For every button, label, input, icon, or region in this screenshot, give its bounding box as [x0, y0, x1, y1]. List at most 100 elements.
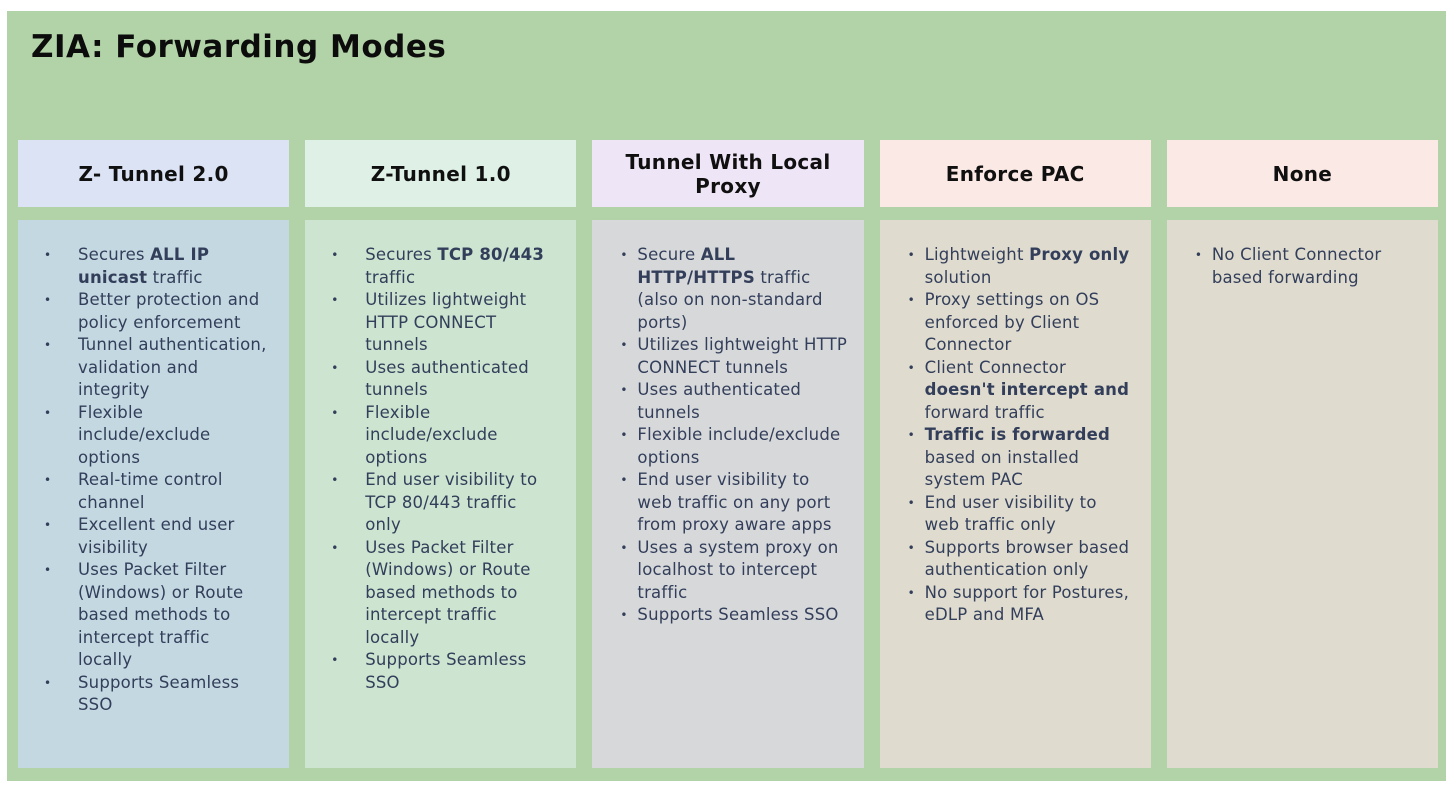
list-item: • Utilizes lightweight HTTP CONNECT tunne… [592, 334, 863, 379]
list-item: • Supports Seamless SSO [592, 604, 863, 627]
bullet-text-segment: End user visibility to web traffic only [924, 492, 1097, 535]
bullet-icon: • [44, 248, 52, 262]
bullet-text: Tunnel authentication, validation and in… [78, 334, 267, 402]
bullet-text: Supports Seamless SSO [637, 604, 848, 627]
bullet-icon: • [44, 518, 52, 532]
bullet-text: Excellent end user visibility [78, 514, 267, 559]
column-body-enforce-pac: • Lightweight Proxy only solution • Proxy s… [879, 220, 1151, 768]
bullet-text-segment: Uses Packet Filter (Windows) or Route ba… [365, 537, 531, 647]
bullet-text-segment: Uses a system proxy on localhost to inte… [637, 537, 839, 602]
bullet-text: Lightweight Proxy only solution [925, 244, 1136, 289]
bullet-text-segment: forward traffic [924, 402, 1045, 422]
bullet-icon: • [331, 360, 339, 375]
bullet-icon: • [907, 248, 915, 262]
list-item: •Better protection and policy enforcemen… [18, 289, 289, 334]
column-none: None•No Client Connector based forwardin… [1166, 140, 1439, 768]
bullet-text: Secures ALL IP unicast traffic [78, 244, 267, 289]
bullet-icon: • [331, 473, 339, 487]
bullet-text-segment: traffic (also on non-standard ports) [637, 267, 823, 332]
list-item: • Uses authenticated tunnels [592, 379, 863, 424]
column-enforce-pac: Enforce PAC•Lightweight Proxy only solut… [879, 140, 1151, 768]
bullet-text: Utilizes lightweight HTTP CONNECT tunnel… [365, 289, 554, 357]
list-item: •Traffic is forwarded based on installed… [880, 424, 1151, 492]
bullet-icon: • [620, 540, 628, 555]
bullet-icon: • [44, 675, 52, 690]
list-item: •No Client Connector based forwarding [1167, 244, 1438, 289]
bullet-text-segment: Uses authenticated tunnels [365, 357, 529, 400]
bullet-list-tunnel-with-local-proxy: • Secure ALL HTTP/HTTPS traffic (also on … [592, 244, 863, 627]
bullet-text-segment: Supports browser based authentication on… [924, 537, 1130, 580]
bullet-text-segment: Utilizes lightweight HTTP CONNECT tunnel… [637, 335, 848, 377]
list-item: • Real-time control channel [18, 469, 289, 514]
bullet-text-segment: Excellent end user visibility [78, 515, 235, 557]
list-item: •Secure ALL HTTP/HTTPS traffic (also on … [592, 244, 863, 334]
list-item: •Utilizes lightweight HTTP CONNECT tunne… [305, 289, 576, 357]
bullet-text-segment: solution [924, 267, 992, 287]
bullet-icon: • [331, 653, 339, 667]
bullet-list-z-tunnel-2-0: •Secures ALL IP unicast traffic•Better p… [18, 244, 289, 717]
bullet-icon: • [331, 248, 339, 262]
bullet-text-segment: traffic [147, 267, 203, 287]
bullet-text-segment: Supports Seamless SSO [365, 650, 527, 692]
list-item: • Flexible include/exclude options [305, 402, 576, 470]
list-item: • Tunnel authentication, validation and i… [18, 334, 289, 402]
bullet-text: Uses authenticated tunnels [637, 379, 848, 424]
forwarding-modes-grid: Z- Tunnel 2.0 • Secures ALL IP unicast tra… [18, 140, 1439, 768]
bullet-text-segment: Secures [365, 245, 438, 264]
list-item: • End user visibility to TCP 80/443 traff… [305, 469, 576, 537]
bullet-icon: • [620, 338, 628, 352]
column-z-tunnel-2-0: Z- Tunnel 2.0 • Secures ALL IP unicast tra… [18, 140, 290, 768]
bullet-text-segment: Supports Seamless SSO [637, 605, 839, 624]
list-item: • Uses Packet Filter (Windows) or Route b… [18, 559, 289, 672]
bullet-text: Secures TCP 80/443 traffic [365, 244, 554, 289]
list-item: • Proxy settings on OS enforced by Client… [880, 289, 1151, 357]
bullet-text: Secure ALL HTTP/HTTPS traffic (also on n… [637, 244, 848, 334]
bullet-text-segment: Better protection and policy enforcement [78, 290, 260, 332]
bullet-icon: • [331, 405, 339, 420]
list-item: •Flexible include/exclude options [18, 402, 289, 470]
list-item: • Secures TCP 80/443 traffic [305, 244, 576, 289]
slide-title: ZIA: Forwarding Modes [31, 29, 447, 65]
bullet-text: End user visibility to web traffic only [925, 492, 1136, 537]
bullet-icon: • [907, 293, 915, 307]
list-item: • Secures ALL IP unicast traffic [18, 244, 289, 289]
bullet-text-segment: Utilizes lightweight HTTP CONNECT tunnel… [365, 290, 527, 354]
bullet-text: End user visibility to TCP 80/443 traffi… [365, 469, 554, 537]
bullet-text-bold-segment: Proxy only [1029, 245, 1130, 264]
bullet-text: Real-time control channel [78, 469, 267, 514]
column-body-z-tunnel-2-0: •Secures ALL IP unicast traffic•Better p… [18, 220, 290, 768]
bullet-icon: • [907, 495, 915, 510]
list-item: • End user visibility to web traffic only [880, 492, 1151, 537]
bullet-text-segment: based on installed system PAC [924, 447, 1080, 490]
bullet-text-segment: Uses authenticated tunnels [637, 380, 802, 422]
bullet-text: Traffic is forwarded based on installed … [925, 424, 1136, 492]
bullet-text: No support for Postures, eDLP and MFA [925, 582, 1136, 627]
bullet-icon: • [620, 608, 628, 622]
bullet-text-segment: Supports Seamless SSO [78, 672, 240, 715]
bullet-text-segment: Tunnel authentication, validation and in… [78, 335, 267, 399]
bullet-text-segment: Client Connector [924, 357, 1066, 377]
bullet-icon: • [620, 383, 628, 397]
column-header-z-tunnel-2-0: Z- Tunnel 2.0 [18, 140, 290, 207]
bullet-icon: • [907, 360, 915, 375]
bullet-icon: • [620, 428, 628, 442]
column-z-tunnel-1-0: Z-Tunnel 1.0•Secures TCP 80/443 traffic•… [305, 140, 577, 768]
list-item: •Uses Packet Filter (Windows) or Route b… [305, 537, 576, 650]
bullet-text: Supports Seamless SSO [365, 649, 554, 694]
bullet-icon: • [44, 473, 52, 487]
bullet-text-segment: Secure [637, 245, 701, 264]
column-header-tunnel-with-local-proxy: Tunnel With Local Proxy [592, 140, 864, 207]
bullet-icon: • [44, 563, 52, 577]
bullet-text: Uses Packet Filter (Windows) or Route ba… [78, 559, 267, 672]
bullet-text: Flexible include/exclude options [637, 424, 848, 469]
bullet-icon: • [620, 473, 628, 487]
list-item: •No support for Postures, eDLP and MFA [880, 582, 1151, 627]
bullet-text-segment: Flexible include/exclude options [637, 425, 841, 467]
bullet-icon: • [44, 338, 52, 352]
bullet-text: Flexible include/exclude options [365, 402, 554, 470]
bullet-text: Proxy settings on OS enforced by Client … [925, 289, 1136, 357]
column-body-z-tunnel-1-0: •Secures TCP 80/443 traffic•Utilizes lig… [305, 220, 577, 768]
bullet-text-bold-segment: Traffic is forwarded [924, 425, 1111, 444]
bullet-text-bold-segment: ALL HTTP/HTTPS [637, 245, 755, 287]
bullet-text-segment: End user visibility to web traffic on an… [637, 470, 832, 534]
